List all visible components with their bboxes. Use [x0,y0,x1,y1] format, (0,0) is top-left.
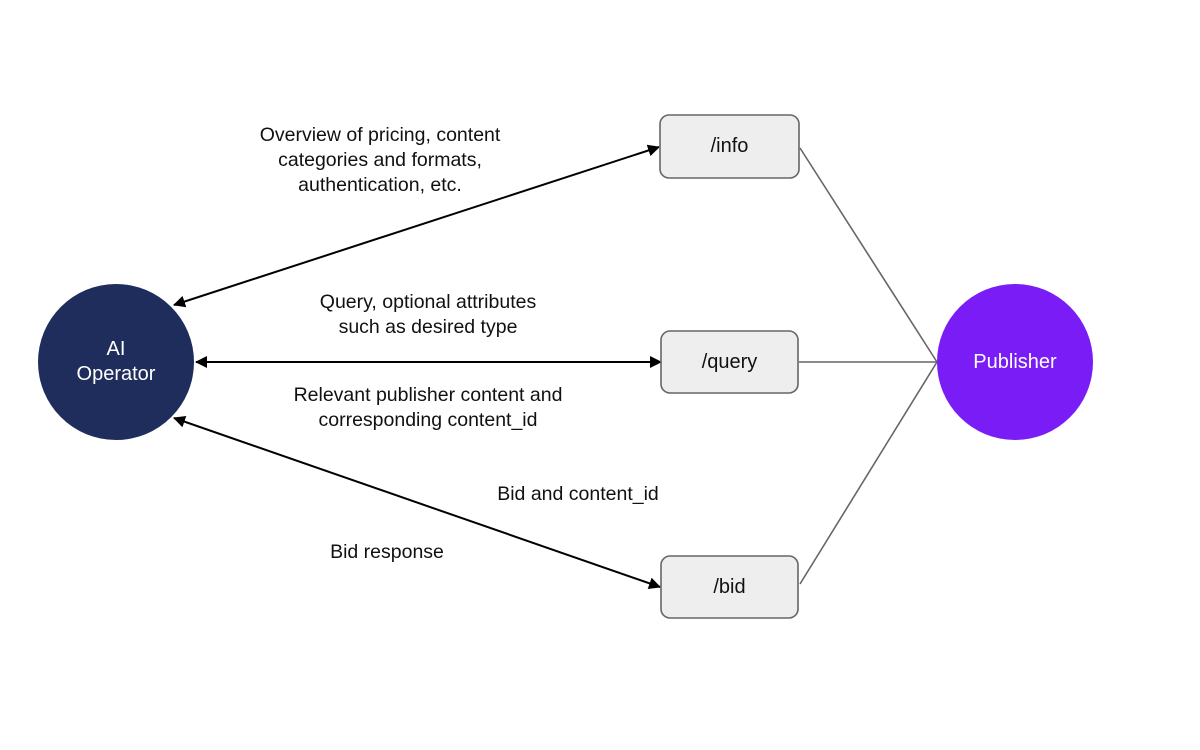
connector-info-publisher [799,147,938,363]
arrow-operator-bid [173,415,661,590]
endpoint-bid-box [660,555,799,619]
bid-response-label: Bid response [330,541,444,563]
ai-operator-node [38,284,194,440]
info-edge-label: Overview of pricing, content categories … [230,123,530,198]
bid-request-label: Bid and content_id [497,483,659,505]
ai-operator-label-line2: Operator [76,363,156,385]
arrow-operator-info [173,144,660,308]
endpoint-query-label: /query [701,350,758,373]
info-edge-label-line3: authentication, etc. [298,174,462,196]
ai-operator-label-line1: AI [106,338,126,360]
ai-operator-label: AI Operator [38,284,194,440]
info-edge-label-line2: categories and formats, [278,149,482,171]
query-response-label-line1: Relevant publisher content and [293,384,563,406]
endpoint-info-label: /info [710,135,749,157]
connector-bid-publisher [799,361,938,585]
publisher-label: Publisher [937,284,1093,440]
endpoint-bid-label: /bid [713,575,746,598]
query-response-label-line2: corresponding content_id [318,409,538,431]
query-request-label-line2: such as desired type [338,316,518,338]
info-edge-label-line1: Overview of pricing, content [259,124,501,146]
query-request-label: Query, optional attributes such as desir… [278,290,578,340]
publisher-node [937,284,1093,440]
endpoint-info-box [659,114,800,179]
query-request-label-line1: Query, optional attributes [319,291,537,313]
endpoint-query-box [660,330,799,394]
query-response-label: Relevant publisher content and correspon… [268,383,588,433]
publisher-label-text: Publisher [973,350,1057,373]
